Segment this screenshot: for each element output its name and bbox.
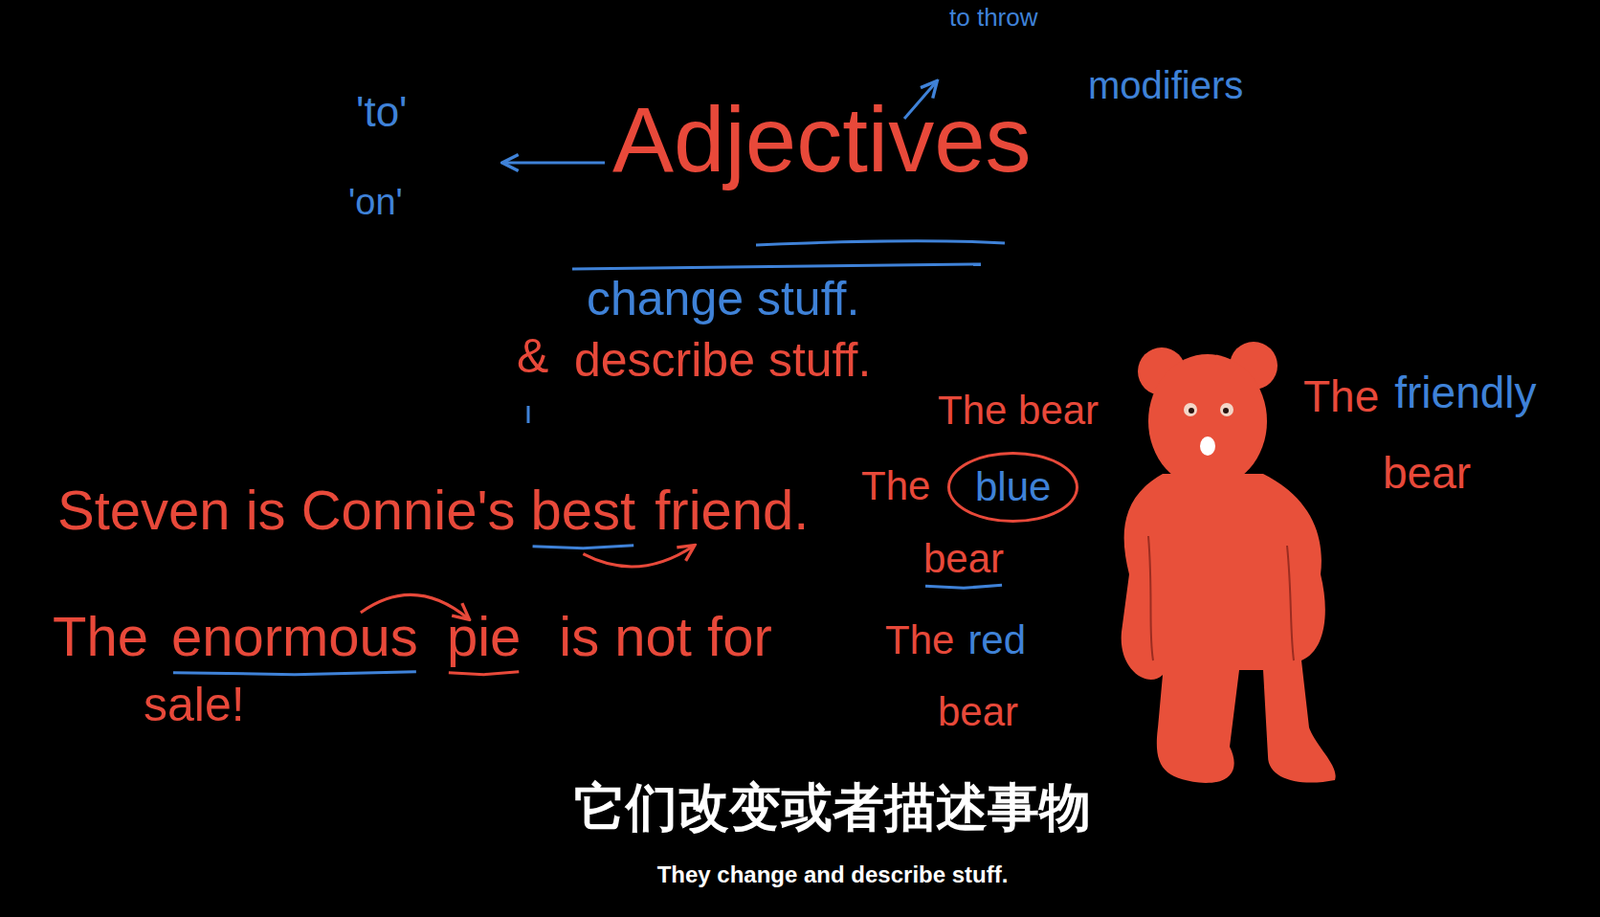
title-rule (572, 264, 981, 269)
curved-arrow (582, 546, 693, 567)
board-text: describe stuff. (574, 333, 871, 389)
board-text: bear (937, 688, 1019, 735)
board-text: friendly (1394, 367, 1536, 419)
board-text: The (861, 463, 931, 510)
underline (173, 671, 417, 675)
arrow-left (504, 161, 605, 165)
board-text: sale! (143, 677, 245, 734)
board-text: friend. (654, 478, 809, 543)
underline (448, 671, 519, 675)
board-text: 'to' (355, 88, 408, 137)
board-text: bear (923, 535, 1004, 582)
tick-mark (527, 405, 531, 423)
board-text: enormous (171, 604, 419, 669)
board-text: change stuff. (586, 271, 860, 328)
board-text: The bear (937, 387, 1099, 434)
subtitle-text: They change and describe stuff. (657, 861, 1009, 889)
title-underline (755, 241, 1005, 245)
board-text: Steven is Connie's (57, 478, 516, 543)
board-text: red (967, 617, 1026, 664)
board-text: The (885, 617, 955, 664)
board-text: to throw (949, 3, 1039, 33)
board-text: bear (1382, 447, 1471, 499)
board-text: The (52, 604, 149, 669)
board-text: 'on' (348, 181, 403, 224)
subtitle-text: 它们改变或者描述事物 (574, 777, 1091, 837)
circled-text: blue (975, 464, 1051, 511)
board-text: is not for (558, 604, 772, 669)
board-text: & (516, 329, 549, 385)
board-text: modifiers (1088, 63, 1244, 108)
board-text: best (531, 478, 637, 543)
board-text: pie (446, 604, 521, 669)
circled-word: blue (947, 451, 1079, 523)
underline (925, 584, 1002, 588)
title-heading: Adjectives (612, 93, 1032, 186)
underline (533, 545, 635, 549)
board-text: The (1303, 371, 1379, 423)
